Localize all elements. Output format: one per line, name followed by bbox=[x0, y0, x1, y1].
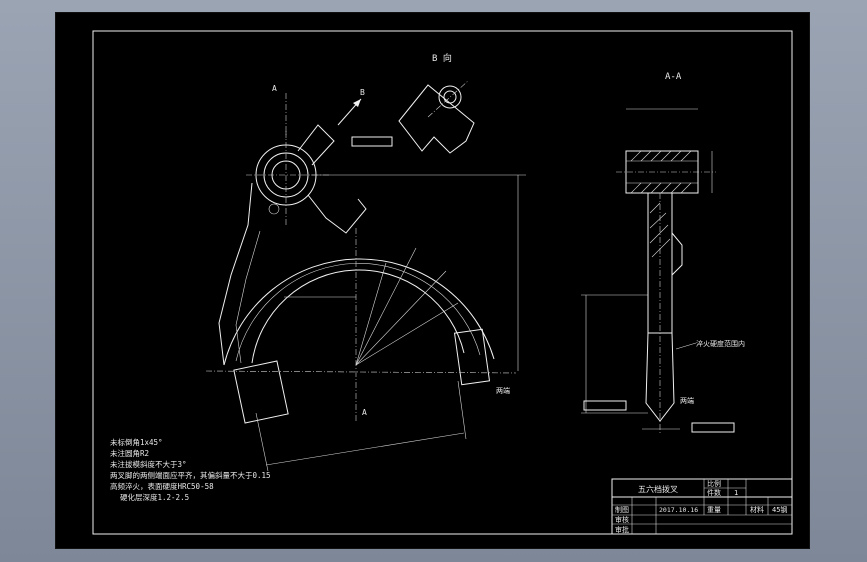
drawing-border bbox=[92, 30, 793, 535]
surface-mark-section: 两端 bbox=[680, 396, 694, 405]
fork-middle-arc bbox=[235, 263, 481, 362]
surface-mark-main: 两端 bbox=[496, 386, 510, 395]
fork-left-arm bbox=[218, 182, 253, 366]
view-b-boss-outer bbox=[438, 85, 462, 109]
section-title: A-A bbox=[665, 72, 682, 82]
fork-outer-arc bbox=[223, 258, 495, 366]
note-line: 未注拔模斜度不大于3° bbox=[110, 459, 187, 469]
section-mark-a-bottom: A bbox=[362, 408, 367, 417]
view-b-title: B 向 bbox=[432, 52, 452, 64]
title-block-frame bbox=[611, 478, 793, 535]
bottom-dim-line bbox=[265, 432, 465, 466]
view-b-center bbox=[427, 80, 469, 118]
horizontal-centerline bbox=[205, 370, 517, 374]
fork-inner-arc bbox=[251, 269, 465, 364]
fork-left-foot bbox=[233, 360, 289, 424]
fork-right-foot bbox=[453, 328, 491, 386]
bottom-dim-ext-right bbox=[457, 380, 467, 440]
cad-drawing: A A B bbox=[92, 30, 793, 535]
section-hatch bbox=[630, 150, 692, 258]
radial-dim-3 bbox=[355, 270, 447, 366]
radial-dim-1 bbox=[355, 247, 417, 366]
note-line: 未标倒角1x45° bbox=[110, 437, 163, 447]
part-name: 五六档拨叉 bbox=[638, 484, 678, 494]
hardness-leader bbox=[675, 342, 697, 350]
scale-label: 比例 bbox=[707, 479, 721, 488]
tolerance-frame-main bbox=[351, 136, 393, 147]
weight-label: 重量 bbox=[707, 506, 721, 514]
main-view: A A B bbox=[205, 84, 526, 472]
designer-label: 制图 bbox=[615, 505, 629, 514]
drawing-sheet: A A B bbox=[56, 13, 809, 548]
checker-label: 审核 bbox=[615, 515, 629, 524]
tolerance-frame-left bbox=[583, 400, 627, 411]
approver-label: 审批 bbox=[615, 525, 629, 534]
lug-hole bbox=[268, 203, 280, 215]
material-value: 45钢 bbox=[772, 505, 787, 514]
title-block: 五六档拨叉 比例 件数 1 重量 材料 45钢 2017.10.16 制图 审核… bbox=[611, 478, 793, 535]
section-mark-a-top: A bbox=[272, 84, 277, 93]
qty-value: 1 bbox=[734, 489, 738, 497]
radial-dim-2 bbox=[355, 262, 387, 366]
lever-lug bbox=[297, 124, 335, 166]
radial-dim-4 bbox=[355, 302, 459, 366]
view-b-arrowhead bbox=[353, 99, 361, 107]
technical-notes: 未标倒角1x45° 未注圆角R2 未注拔模斜度不大于3° 两叉脚的两侧端面应平齐… bbox=[110, 437, 271, 502]
hardness-note: 淬火硬度范围内 bbox=[696, 339, 745, 348]
section-rib bbox=[671, 232, 683, 276]
date-value: 2017.10.16 bbox=[659, 506, 698, 514]
note-line: 未注圆角R2 bbox=[110, 448, 149, 458]
note-line: 两叉脚的两侧端面应平齐，其偏斜量不大于0.15 bbox=[110, 470, 271, 480]
tolerance-frame-right bbox=[691, 422, 735, 433]
note-line: 高频淬火，表面硬度HRC50-58 bbox=[110, 481, 214, 491]
hub-web bbox=[307, 194, 367, 234]
fork-left-inner-arm bbox=[235, 230, 261, 364]
view-b-body bbox=[398, 84, 475, 154]
view-b-boss-hole bbox=[443, 90, 457, 104]
view-b: B 向 bbox=[398, 52, 475, 154]
material-label: 材料 bbox=[750, 505, 764, 514]
note-line: 硬化层深度1.2-2.5 bbox=[120, 492, 189, 502]
qty-label: 件数 bbox=[707, 488, 721, 497]
section-a-a-view: A-A bbox=[581, 72, 745, 433]
view-b-arrow-label: B bbox=[360, 88, 365, 97]
bottom-dim-ext-left bbox=[255, 412, 269, 472]
